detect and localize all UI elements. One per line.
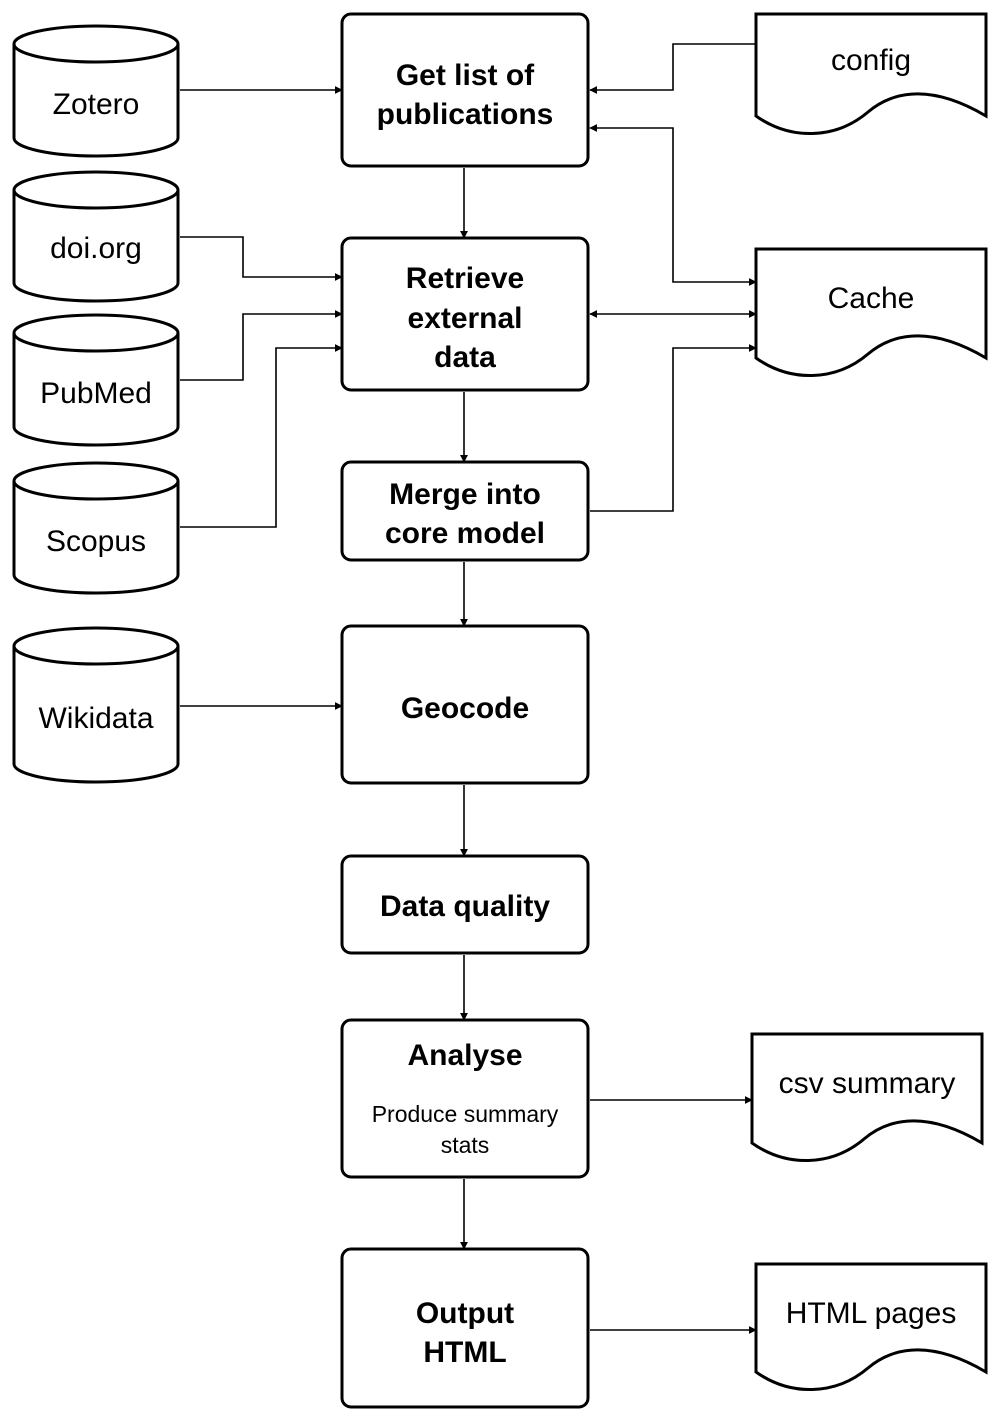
step-retrieve-line1: Retrieve [406,262,524,295]
document-cache-label: Cache [828,282,915,315]
step-retrieve: Retrieve external data [340,236,590,392]
step-analyse-desc1: Produce summary [372,1101,559,1127]
database-label-zotero: Zotero [53,88,140,121]
database-label-pubmed: PubMed [40,377,152,410]
document-config: config [754,12,988,135]
edge-pubmed-to-retrieve [180,310,343,381]
step-retrieve-line2: external [407,302,522,335]
edge-merge-to-cache [590,344,757,512]
step-get-list-line1: Get list of [396,59,535,92]
document-csv-summary: csv summary [750,1032,984,1162]
database-pubmed: PubMed [12,313,180,447]
step-analyse-title: Analyse [407,1039,522,1072]
step-get-list: Get list of publications [340,12,590,168]
step-data-quality: Data quality [340,854,590,955]
step-geocode: Geocode [340,624,590,785]
step-merge: Merge into core model [340,460,590,562]
step-retrieve-line3: data [434,341,496,374]
database-label-doi-org: doi.org [50,232,142,265]
step-geocode-label: Geocode [401,692,529,725]
step-get-list-line2: publications [377,98,554,131]
step-merge-line2: core model [385,517,545,550]
database-zotero: Zotero [12,24,180,158]
step-output-html: Output HTML [340,1247,590,1409]
database-wikidata: Wikidata [12,626,180,784]
document-csv-summary-label: csv summary [779,1067,956,1100]
document-html-pages-label: HTML pages [786,1297,957,1330]
step-output-line1: Output [416,1297,514,1330]
edge-scopus-to-retrieve [180,344,343,528]
database-scopus: Scopus [12,461,180,595]
step-output-line2: HTML [423,1336,506,1369]
edge-config-to-get-list [589,43,756,94]
step-data-quality-label: Data quality [380,890,550,923]
document-config-label: config [831,44,911,77]
step-merge-line1: Merge into [389,478,541,511]
document-cache: Cache [754,247,988,377]
database-doi-org: doi.org [12,170,180,303]
database-label-wikidata: Wikidata [38,702,153,735]
edge-doi-to-retrieve [180,236,343,281]
edge-get-list-cache [589,124,757,286]
step-analyse: Analyse Produce summary stats [340,1018,590,1179]
document-html-pages: HTML pages [754,1262,988,1391]
step-analyse-desc2: stats [441,1132,490,1158]
database-label-scopus: Scopus [46,525,146,558]
edges [180,43,757,1334]
